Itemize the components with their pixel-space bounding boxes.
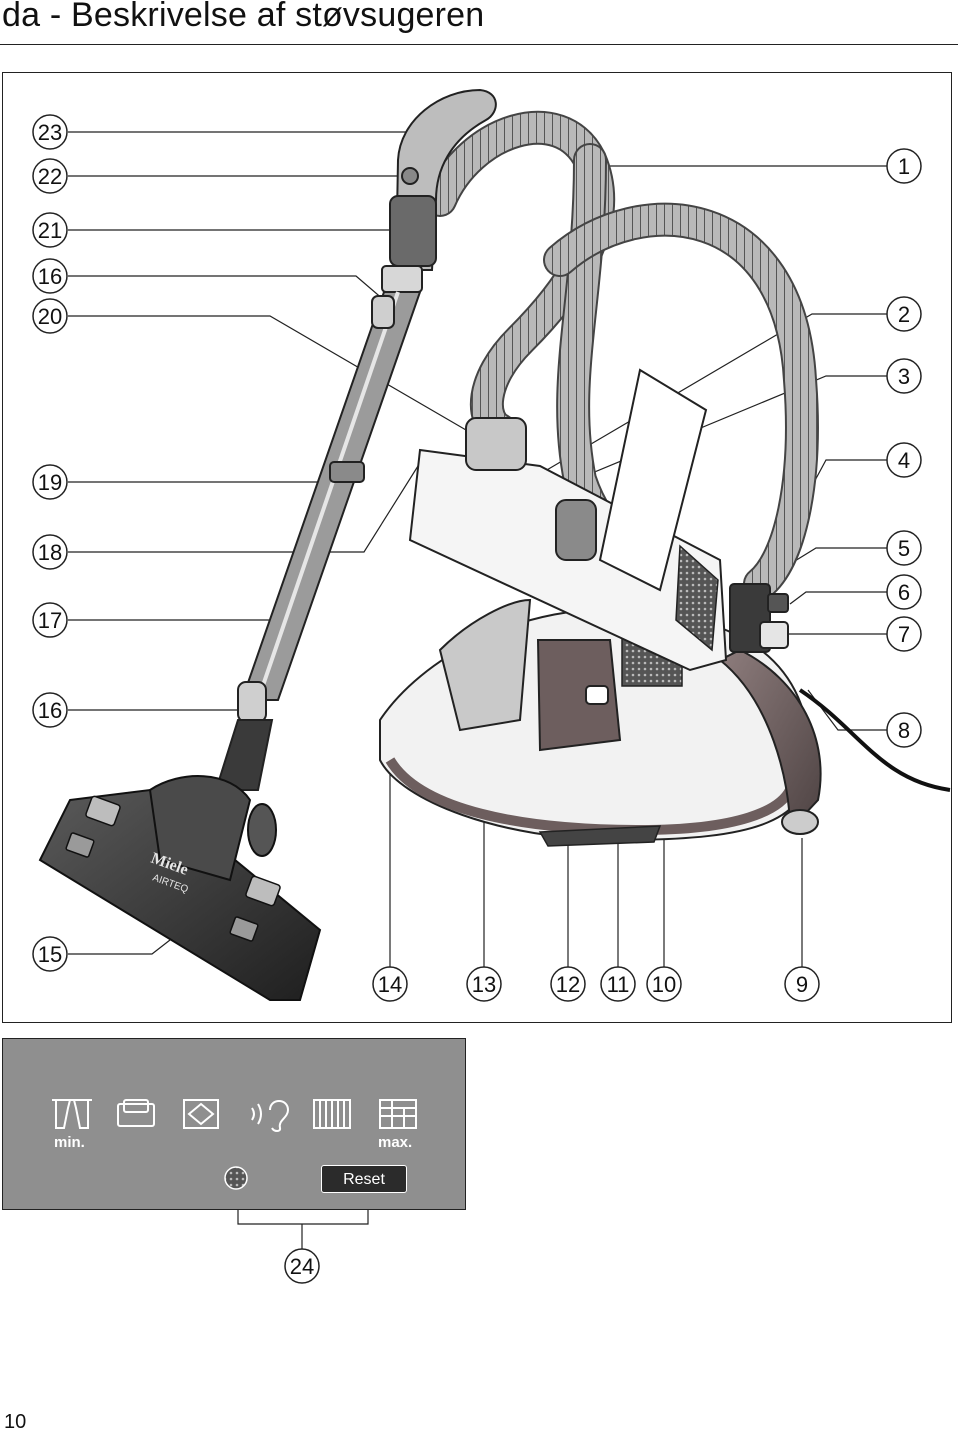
- svg-text:12: 12: [556, 972, 580, 997]
- callout-3: 3: [886, 358, 922, 394]
- svg-text:15: 15: [38, 942, 62, 967]
- open-lid: [408, 368, 789, 672]
- callout-15: 15: [32, 936, 68, 972]
- callout-2: 2: [886, 296, 922, 332]
- filter-indicator-icon: [224, 1166, 248, 1190]
- carpet-icon[interactable]: [313, 1099, 351, 1129]
- svg-text:14: 14: [378, 972, 402, 997]
- min-label: min.: [54, 1134, 85, 1151]
- svg-text:23: 23: [38, 120, 62, 145]
- callout-16b: 16: [32, 692, 68, 728]
- callout-5: 5: [886, 530, 922, 566]
- svg-text:21: 21: [38, 218, 62, 243]
- svg-text:16: 16: [38, 264, 62, 289]
- callout-1: 1: [886, 148, 922, 184]
- svg-text:3: 3: [898, 364, 910, 389]
- callout-24: 24: [284, 1248, 320, 1284]
- page-number: 10: [4, 1411, 27, 1433]
- diagram-frame: [2, 72, 952, 1023]
- svg-text:19: 19: [38, 470, 62, 495]
- callout-19: 19: [32, 464, 68, 500]
- callout-4: 4: [886, 442, 922, 478]
- quiet-ear-icon[interactable]: [251, 1100, 290, 1132]
- title-divider: [0, 44, 958, 45]
- callout-22: 22: [32, 158, 68, 194]
- callouts-bottom: 14 13 12 11 10 9: [372, 966, 820, 1002]
- callout-6: 6: [886, 574, 922, 610]
- callout-9: 9: [784, 966, 820, 1002]
- svg-text:5: 5: [898, 536, 910, 561]
- callout-21: 21: [32, 212, 68, 248]
- callout-10: 10: [646, 966, 682, 1002]
- svg-text:9: 9: [796, 972, 808, 997]
- svg-text:6: 6: [898, 580, 910, 605]
- callout-11: 11: [600, 966, 636, 1002]
- svg-text:7: 7: [898, 622, 910, 647]
- max-label: max.: [378, 1134, 413, 1151]
- callout-13: 13: [466, 966, 502, 1002]
- deep-carpet-icon[interactable]: [379, 1099, 417, 1129]
- callouts-left: 23 22 21 16 20 19 18 17 16 15: [32, 114, 68, 972]
- svg-text:2: 2: [898, 302, 910, 327]
- callout-17: 17: [32, 602, 68, 638]
- svg-text:16: 16: [38, 698, 62, 723]
- page-title: da - Beskrivelse af støvsugeren: [2, 0, 485, 34]
- svg-text:22: 22: [38, 164, 62, 189]
- svg-text:13: 13: [472, 972, 496, 997]
- sofa-icon[interactable]: [117, 1099, 155, 1127]
- svg-text:4: 4: [898, 448, 910, 473]
- svg-text:17: 17: [38, 608, 62, 633]
- svg-text:10: 10: [652, 972, 676, 997]
- callout-12: 12: [550, 966, 586, 1002]
- handle-and-wand: [214, 88, 497, 791]
- svg-text:20: 20: [38, 304, 62, 329]
- reset-button[interactable]: Reset: [321, 1165, 407, 1193]
- svg-text:24: 24: [290, 1254, 314, 1279]
- floor-tile-icon[interactable]: [183, 1099, 219, 1129]
- callout-20: 20: [32, 298, 68, 334]
- svg-text:1: 1: [898, 154, 910, 179]
- floor-head: Miele AIRTEQ: [38, 775, 322, 1001]
- callout-14: 14: [372, 966, 408, 1002]
- callout-7: 7: [886, 616, 922, 652]
- svg-text:11: 11: [607, 972, 630, 997]
- curtain-icon[interactable]: [52, 1099, 92, 1129]
- svg-text:18: 18: [38, 540, 62, 565]
- callout-16a: 16: [32, 258, 68, 294]
- svg-text:8: 8: [898, 718, 910, 743]
- callout-18: 18: [32, 534, 68, 570]
- callouts-right: 1 2 3 4 5 6 7 8: [886, 148, 922, 748]
- callout-8: 8: [886, 712, 922, 748]
- callout-23: 23: [32, 114, 68, 150]
